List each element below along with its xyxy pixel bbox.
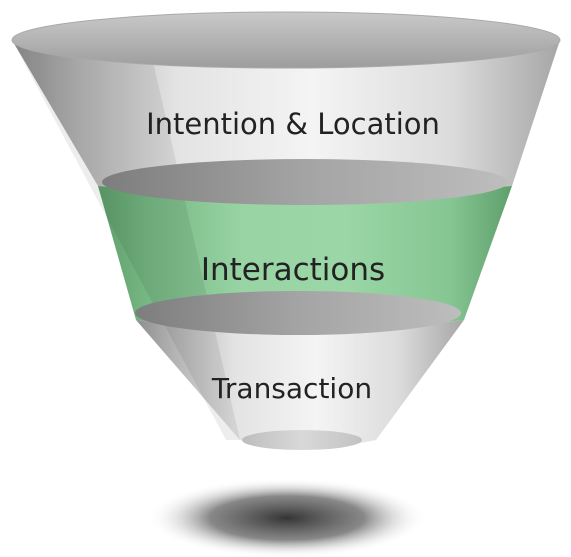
funnel-divider-2 [135, 291, 461, 335]
stage-label-interactions: Interactions [201, 252, 385, 288]
funnel-divider-1 [102, 159, 508, 205]
funnel-top-opening [12, 12, 560, 68]
funnel-stage-bottom-body [136, 320, 464, 448]
funnel-top-rim [11, 11, 561, 69]
funnel-stage-middle-body [98, 186, 512, 331]
funnel-bottom-tip [242, 430, 362, 450]
stage-label-intention-location: Intention & Location [146, 107, 440, 141]
funnel-stage-top-body [12, 40, 560, 196]
funnel-reflection [12, 40, 240, 440]
funnel-shadow [147, 478, 427, 557]
stage-label-transaction: Transaction [211, 372, 372, 405]
